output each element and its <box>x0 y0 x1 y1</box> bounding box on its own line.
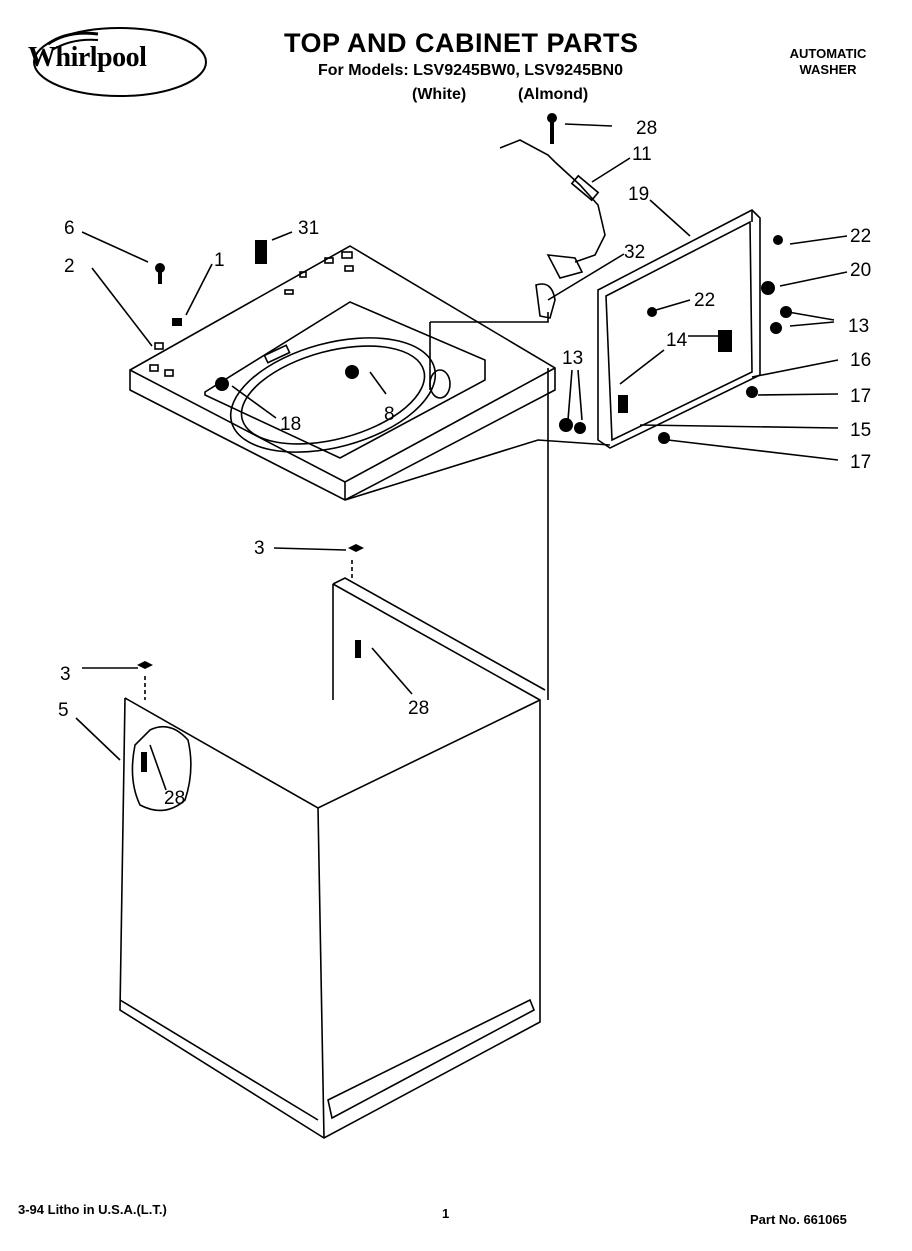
page-number: 1 <box>442 1206 450 1221</box>
callout-20: 20 <box>850 260 871 281</box>
models-line: For Models: LSV9245BW0, LSV9245BN0 <box>318 62 623 79</box>
cabinet <box>119 368 611 1139</box>
hardware-parts <box>137 113 792 772</box>
callout-31: 31 <box>298 218 319 239</box>
callout-1: 1 <box>214 250 225 271</box>
callout-6: 6 <box>64 218 75 239</box>
callout-28-low: 28 <box>164 788 185 809</box>
callout-14: 14 <box>666 330 688 351</box>
page-title: TOP AND CABINET PARTS <box>284 28 639 58</box>
callout-labels: 28 11 19 6 31 32 22 20 2 1 22 13 14 16 1… <box>58 118 871 809</box>
litho-note: 3-94 Litho in U.S.A.(L.T.) <box>18 1202 167 1217</box>
product-line-2: WASHER <box>799 62 857 77</box>
callout-5: 5 <box>58 700 69 721</box>
callout-15: 15 <box>850 420 871 441</box>
callout-19: 19 <box>628 184 649 205</box>
callout-2: 2 <box>64 256 75 277</box>
product-type: AUTOMATIC WASHER <box>768 46 888 78</box>
whirlpool-logo <box>33 27 207 97</box>
callout-13-b: 13 <box>562 348 583 369</box>
variant-white: (White) <box>412 86 467 103</box>
callout-17-a: 17 <box>850 386 871 407</box>
leader-lines <box>75 123 848 791</box>
callout-17-b: 17 <box>850 452 871 473</box>
callout-3-b: 3 <box>60 664 71 685</box>
top-panel <box>129 245 556 501</box>
wire-harness <box>499 139 606 319</box>
brand-name: Whirlpool <box>28 42 147 73</box>
callout-13-a: 13 <box>848 316 869 337</box>
callout-16: 16 <box>850 350 871 371</box>
callout-32: 32 <box>624 242 645 263</box>
callout-28-mid: 28 <box>408 698 429 719</box>
callout-3-a: 3 <box>254 538 265 559</box>
variant-almond: (Almond) <box>518 86 589 103</box>
callout-22-b: 22 <box>694 290 715 311</box>
callout-22-a: 22 <box>850 226 871 247</box>
part-number: Part No. 661065 <box>750 1212 847 1227</box>
callout-11: 11 <box>632 144 652 165</box>
callout-28-top: 28 <box>636 118 657 139</box>
callout-8: 8 <box>384 404 395 425</box>
product-line-1: AUTOMATIC <box>789 46 867 61</box>
callout-18: 18 <box>280 414 301 435</box>
